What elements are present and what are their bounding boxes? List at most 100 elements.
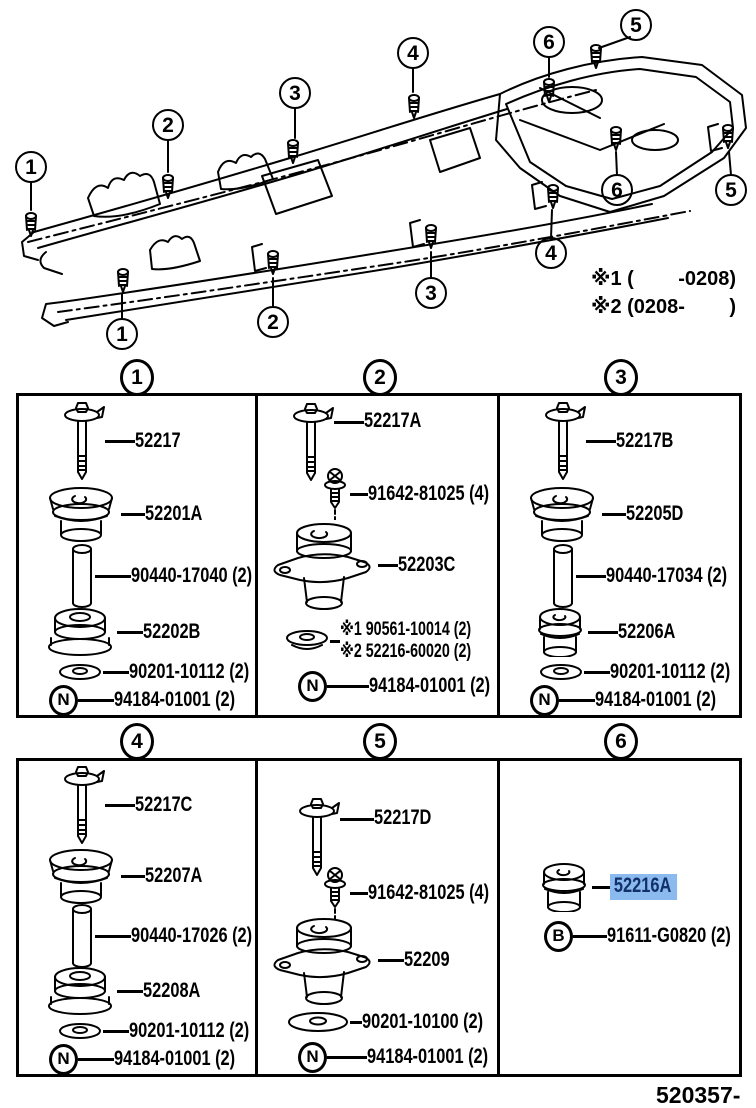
spacer-tube-icon <box>69 903 95 969</box>
frame-line-art <box>21 56 747 327</box>
part-number-label[interactable]: 94184-01001 (2) <box>595 687 717 711</box>
part-number-label[interactable]: 90201-10112 (2) <box>610 659 731 683</box>
part-number-label[interactable]: 52205D <box>626 501 684 525</box>
panel-4-header: 4 <box>120 723 154 760</box>
washer-icon <box>538 663 584 681</box>
frame-bolt-icon <box>540 400 587 482</box>
callout-leader-lines <box>30 36 732 320</box>
part-number-label[interactable]: 52217 <box>135 428 181 452</box>
part-row: N 94184-01001 (2) <box>19 684 255 715</box>
part-number-label[interactable]: 52207A <box>145 863 203 887</box>
part-number-label[interactable]: 90201-10112 (2) <box>129 659 250 683</box>
note-2: ※2 (0208- ) <box>591 296 736 318</box>
part-row: 52209 <box>258 914 497 1006</box>
callout-5: 5 <box>620 9 652 41</box>
callout-circles: 1 1 2 2 3 3 4 4 5 5 6 6 <box>15 9 747 350</box>
part-number-label[interactable]: 52217A <box>364 409 422 432</box>
part-row: 52205D <box>500 481 739 547</box>
svg-text:4: 4 <box>407 42 419 65</box>
body-mount-icon <box>266 914 378 1006</box>
part-row: N 94184-01001 (2) <box>258 669 497 703</box>
svg-text:6: 6 <box>611 179 623 202</box>
nut-symbol: N <box>530 684 560 715</box>
part-number-label[interactable]: 52206A <box>618 619 676 643</box>
callout-2: 2 <box>152 109 184 141</box>
panel-5-header: 5 <box>363 723 397 760</box>
frame-bolt-icon <box>59 400 105 482</box>
part-number-label[interactable]: 91611-G0820 (2) <box>607 923 731 947</box>
lower-cushion-icon <box>43 966 117 1016</box>
panel-3-header: 3 <box>604 359 638 396</box>
part-number-label[interactable]: 52208A <box>143 978 201 1002</box>
svg-text:6: 6 <box>543 31 555 54</box>
part-number-label[interactable]: 91642-81025 (4) <box>368 880 490 904</box>
svg-text:3: 3 <box>425 282 437 305</box>
washer-icon <box>286 1011 350 1033</box>
small-bolt-icon <box>320 867 350 919</box>
part-number-label: ※1 90561-10014 (2) <box>340 619 472 641</box>
panel-3: 52217B 52205D 90440-17034 (2) 52206A <box>500 396 739 715</box>
nut-symbol: N <box>49 684 78 715</box>
callout-4b: 4 <box>535 237 567 269</box>
part-number-label[interactable]: 52202B <box>143 619 201 643</box>
part-row: 90201-10112 (2) <box>500 659 739 685</box>
part-row: 52216A <box>500 858 739 916</box>
part-number-label[interactable]: 52217C <box>135 792 193 816</box>
part-row: N 94184-01001 (2) <box>258 1040 497 1074</box>
part-row: B 91611-G0820 (2) <box>500 916 739 956</box>
callout-3b: 3 <box>415 277 447 309</box>
part-number-label[interactable]: 94184-01001 (2) <box>369 673 491 697</box>
part-number-label[interactable]: 52209 <box>404 947 450 971</box>
highlighted-part-number-label[interactable]: 52216A <box>610 874 677 900</box>
cab-cushion-icon <box>41 485 121 543</box>
body-mount-icon <box>266 519 378 611</box>
part-number-label[interactable]: 91642-81025 (4) <box>368 481 490 505</box>
part-number-label[interactable]: 90440-17026 (2) <box>131 923 253 947</box>
part-row: 91642-81025 (4) <box>258 867 497 919</box>
callout-5b: 5 <box>715 174 747 206</box>
part-number-label[interactable]: 90201-10100 (2) <box>362 1009 484 1033</box>
part-number-label[interactable]: 52217D <box>374 806 432 829</box>
panel-2-header: 2 <box>363 359 397 396</box>
note-mark: ※1 <box>340 619 362 641</box>
nut-symbol: N <box>298 670 328 702</box>
callout-6b: 6 <box>601 174 633 206</box>
detail-grid-row-1: 52217 52201A 90440-17040 (2) 52202B <box>16 393 742 718</box>
figure-number: 520357-C <box>656 1082 741 1108</box>
part-number-label[interactable]: 94184-01001 (2) <box>367 1044 489 1068</box>
chassis-frame-diagram: 1 1 2 2 3 3 4 4 5 5 6 6 ※1 ( -0208) ※2 (… <box>15 9 747 350</box>
part-row: 90440-17026 (2) <box>19 904 255 968</box>
svg-text:5: 5 <box>630 14 642 37</box>
part-number-label[interactable]: 52217B <box>616 428 674 452</box>
part-row: 52202B <box>19 605 255 659</box>
part-row: 52206A <box>500 605 739 659</box>
part-number-label[interactable]: 94184-01001 (2) <box>114 687 236 711</box>
part-row: 90201-10112 (2) <box>19 1018 255 1044</box>
part-number-label[interactable]: 90201-10112 (2) <box>129 1018 250 1042</box>
part-number-label[interactable]: 52201A <box>145 501 203 525</box>
panel-1-header: 1 <box>120 359 154 396</box>
part-row: 52203C <box>258 517 497 613</box>
part-number-label[interactable]: 90440-17040 (2) <box>131 563 253 587</box>
bolt-symbol: B <box>544 920 574 952</box>
svg-text:4: 4 <box>545 242 557 265</box>
part-row: ※1 90561-10014 (2) ※2 52216-60020 (2) <box>258 613 497 669</box>
part-number-label[interactable]: 94184-01001 (2) <box>114 1046 236 1070</box>
svg-text:2: 2 <box>267 311 279 334</box>
part-row: 52217C <box>19 766 255 844</box>
part-row: 91642-81025 (4) <box>258 468 497 520</box>
part-row: 90201-10112 (2) <box>19 659 255 685</box>
application-notes: ※1 ( -0208) ※2 (0208- ) <box>591 268 736 318</box>
detail-grid-row-2: 52217C 52207A 90440-17026 (2) 52208A <box>16 758 742 1077</box>
panel-1: 52217 52201A 90440-17040 (2) 52202B <box>19 396 259 715</box>
part-number-label[interactable]: 90440-17034 (2) <box>606 563 728 587</box>
panel-2: 52217A 91642-81025 (4) 52203C ※1 90561-1… <box>258 396 501 715</box>
callout-2b: 2 <box>257 306 289 338</box>
part-number-label[interactable]: 52203C <box>398 552 456 576</box>
panel-6: 52216A B 91611-G0820 (2) <box>500 761 739 1074</box>
part-row: 52208A <box>19 964 255 1018</box>
panel-6-header: 6 <box>604 723 638 760</box>
part-number-label: ※2 52216-60020 (2) <box>340 641 472 662</box>
part-row: N 94184-01001 (2) <box>19 1043 255 1074</box>
